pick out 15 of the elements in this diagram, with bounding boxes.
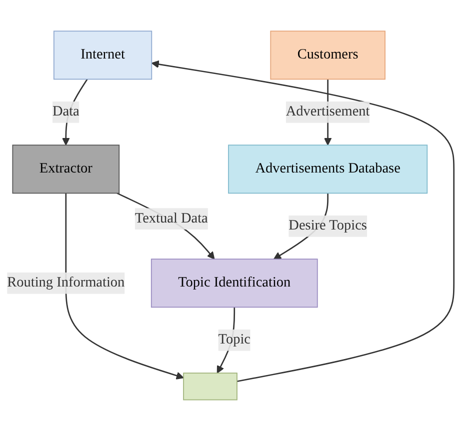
arrow: [116, 192, 215, 259]
edge-label: Data: [52, 104, 80, 119]
node-box: Topic Identification: [150, 258, 318, 308]
edge-label: Advertisement: [286, 104, 370, 119]
edge-label: Routing Information: [7, 274, 125, 290]
edge-label: Textual Data: [134, 210, 208, 226]
node-box: Internet: [53, 30, 152, 80]
node-box: Extractor: [12, 144, 120, 194]
edge-label: Topic: [218, 332, 250, 347]
node-box: Advertisements Database: [228, 144, 428, 194]
node-box: Customers: [270, 30, 386, 80]
edge-label: Desire Topics: [288, 218, 367, 233]
arrow: [151, 60, 455, 382]
arrow: [65, 192, 184, 379]
node-box: [183, 372, 238, 400]
